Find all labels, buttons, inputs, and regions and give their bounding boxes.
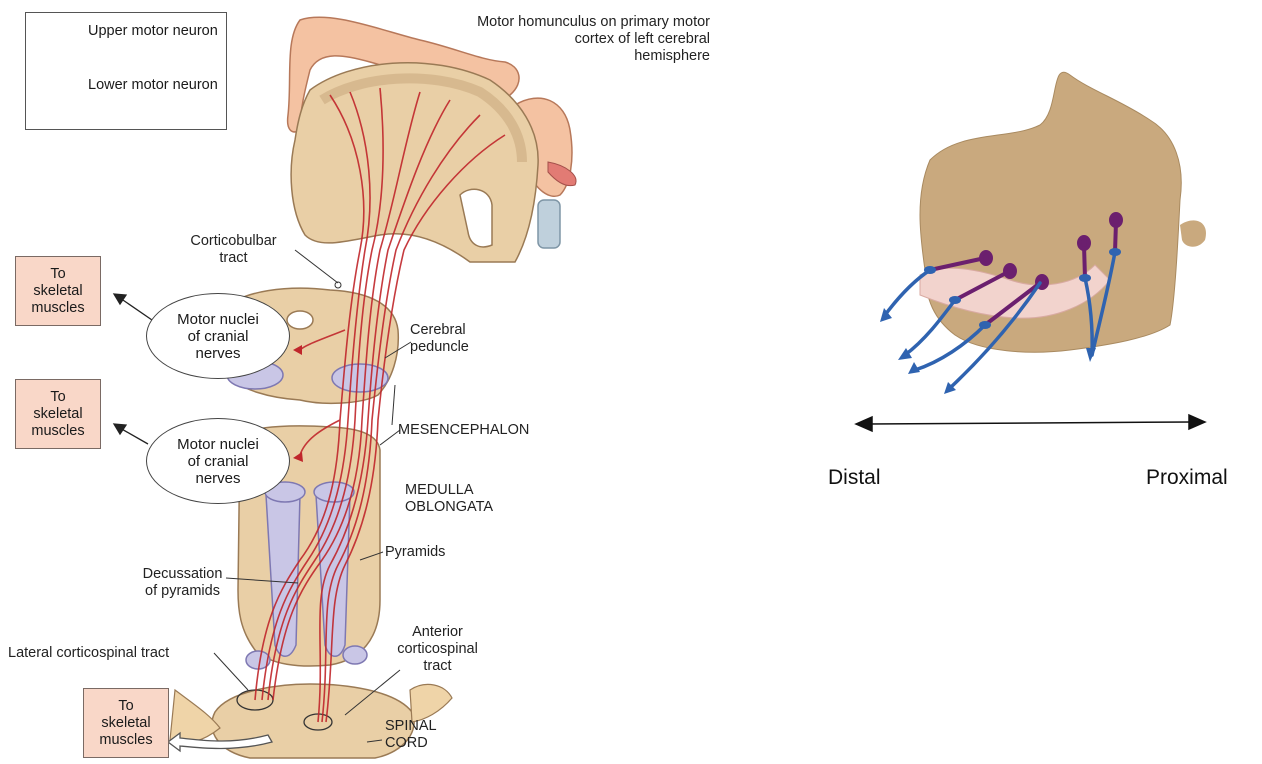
box-to-skeletal-muscles-2: To skeletal muscles [15, 379, 101, 449]
label-proximal: Proximal [1146, 466, 1228, 490]
distal-proximal-axis [856, 415, 1205, 431]
box-to-skeletal-muscles-3: To skeletal muscles [83, 688, 169, 758]
label-mesencephalon: MESENCEPHALON [398, 422, 529, 439]
label-corticobulbar-tract: Corticobulbar tract [176, 233, 291, 267]
legend-upper-motor-neuron: Upper motor neuron [88, 23, 218, 40]
label-anterior-corticospinal-tract: Anterior corticospinal tract [390, 624, 485, 675]
label-medulla-oblongata: MEDULLA OBLONGATA [405, 482, 493, 516]
spinal-nerve-right [410, 684, 452, 722]
strip-notch [1180, 220, 1206, 246]
label-cerebral-peduncle: Cerebral peduncle [410, 322, 469, 356]
box-to-skeletal-muscles-1: To skeletal muscles [15, 256, 101, 326]
label-decussation-of-pyramids: Decussation of pyramids [135, 566, 230, 600]
label-lateral-corticospinal-tract: Lateral corticospinal tract [8, 645, 169, 662]
label-pyramids: Pyramids [385, 544, 445, 561]
legend-lower-motor-neuron: Lower motor neuron [88, 77, 218, 94]
label-spinal-cord: SPINAL CORD [385, 718, 437, 752]
oval-motor-nuclei-cranial-nerves-2: Motor nuclei of cranial nerves [146, 418, 290, 504]
larynx [538, 200, 560, 248]
legend: Upper motor neuron Lower motor neuron [25, 12, 227, 130]
medulla-olive-right [343, 646, 367, 664]
cerebral-peduncle-right [332, 364, 388, 392]
label-distal: Distal [828, 466, 881, 490]
oval-motor-nuclei-cranial-nerves-1: Motor nuclei of cranial nerves [146, 293, 290, 379]
figure-title: Motor homunculus on primary motor cortex… [420, 14, 710, 65]
midbrain-aqueduct [287, 311, 313, 329]
medulla-nucleus-right [314, 482, 354, 502]
